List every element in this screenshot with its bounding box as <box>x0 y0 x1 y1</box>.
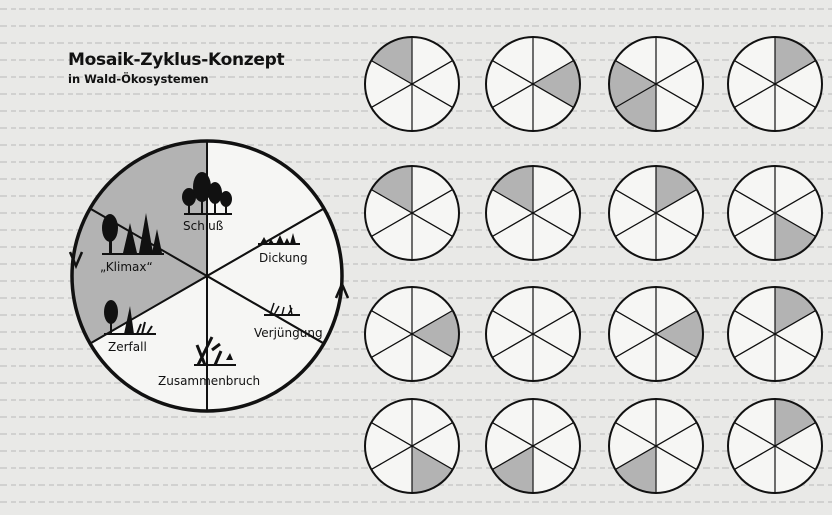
mosaic-wheel <box>486 37 580 131</box>
mosaic-wheel <box>728 287 822 381</box>
phase-label-schluss: Schluß <box>183 219 224 233</box>
mosaic-wheel <box>365 287 459 381</box>
phase-label-zusammenbruch: Zusammenbruch <box>158 374 260 388</box>
mosaic-wheel <box>609 287 703 381</box>
mosaic-wheel <box>486 399 580 493</box>
mosaic-wheel <box>365 166 459 260</box>
mosaic-wheel <box>365 37 459 131</box>
mosaic-wheel <box>728 166 822 260</box>
mosaic-wheel <box>365 399 459 493</box>
mosaic-wheel <box>609 37 703 131</box>
mosaic-wheel <box>728 37 822 131</box>
phase-label-verjuengung: Verjüngung <box>254 326 323 340</box>
mosaic-wheel <box>486 166 580 260</box>
mosaic-grid <box>365 37 822 493</box>
phase-label-dickung: Dickung <box>259 251 308 265</box>
phase-label-zerfall: Zerfall <box>108 340 147 354</box>
mosaic-wheel <box>486 287 580 381</box>
mosaic-wheel <box>728 399 822 493</box>
phase-label-klimax: „Klimax“ <box>100 260 153 274</box>
mosaic-wheel <box>609 166 703 260</box>
mosaic-wheel <box>609 399 703 493</box>
